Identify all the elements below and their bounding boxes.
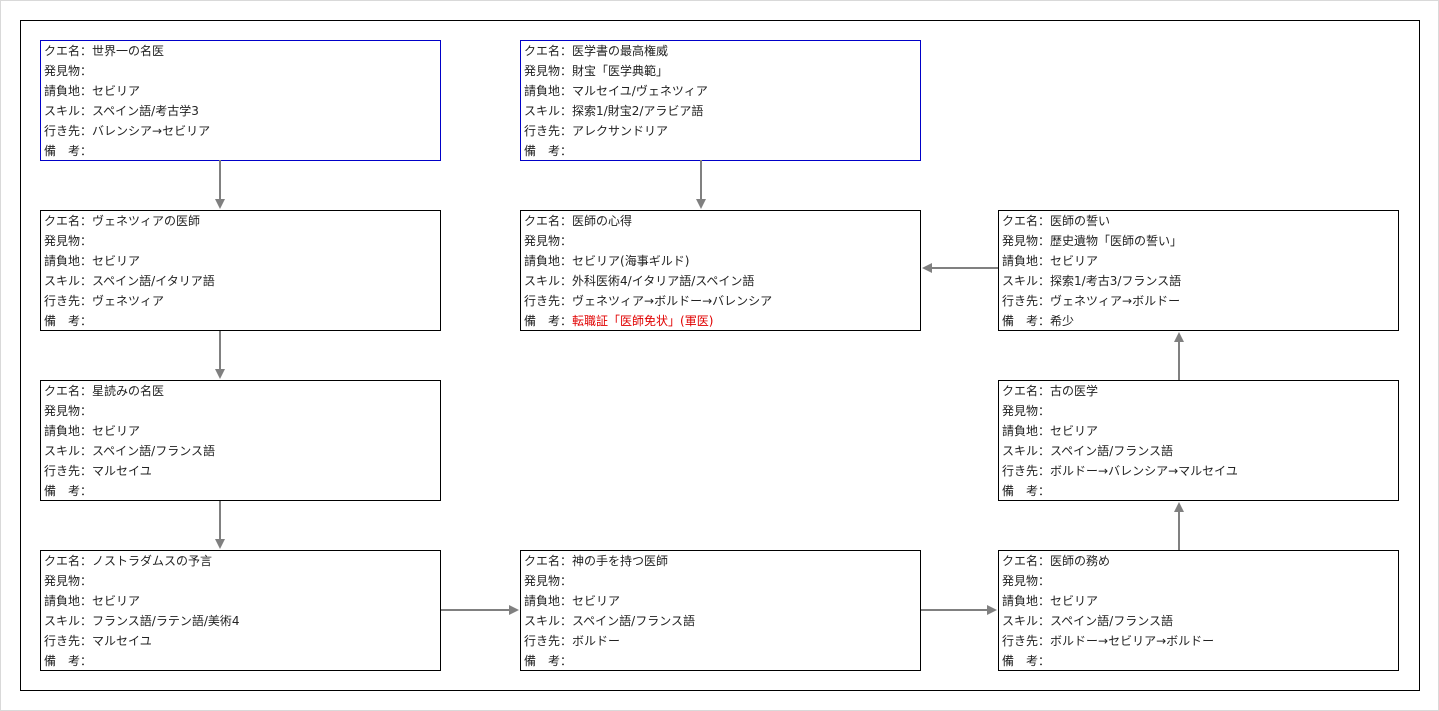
quest-note-row: 備 考： [524, 144, 573, 158]
quest-name-row: クエ名：医学書の最高権威 [524, 44, 669, 58]
quest-dest-row: 行き先：ボルドー→セビリア→ボルドー [1002, 634, 1215, 648]
quest-dest-row: 行き先：ボルドー [524, 634, 621, 648]
quest-note-row: 備 考：希少 [1002, 314, 1075, 328]
quest-note-row: 備 考： [44, 654, 93, 668]
quest-box-inishie-no-igaku: クエ名：古の医学 発見物： 請負地：セビリア スキル：スペイン語/フランス語 行… [998, 380, 1399, 501]
quest-box-sekaiichi-no-meii: クエ名：世界一の名医 発見物： 請負地：セビリア スキル：スペイン語/考古学3 … [40, 40, 441, 161]
quest-find-row: 発見物：財宝「医学典範」 [524, 64, 669, 78]
quest-name-row: クエ名：星読みの名医 [44, 384, 165, 398]
quest-dest-row: 行き先：マルセイユ [44, 464, 152, 478]
quest-skill-row: スキル：探索1/考古3/フランス語 [1002, 274, 1182, 288]
quest-note-row: 備 考： [1002, 484, 1051, 498]
quest-find-row: 発見物： [44, 64, 93, 78]
quest-box-igakusho-no-saiko-ken-i: クエ名：医学書の最高権威 発見物：財宝「医学典範」 請負地：マルセイユ/ヴェネツ… [520, 40, 921, 161]
quest-skill-row: スキル：スペイン語/フランス語 [524, 614, 695, 628]
quest-note-row: 備 考： [44, 144, 93, 158]
quest-skill-row: スキル：スペイン語/考古学3 [44, 104, 199, 118]
quest-name-row: クエ名：ヴェネツィアの医師 [44, 214, 201, 228]
quest-note-row: 備 考： [44, 314, 93, 328]
quest-find-row: 発見物：歴史遺物「医師の誓い」 [1002, 234, 1183, 248]
quest-dest-row: 行き先：バレンシア→セビリア [44, 124, 211, 138]
diagram-frame [20, 20, 1420, 691]
quest-place-row: 請負地：セビリア [1002, 424, 1099, 438]
quest-place-row: 請負地：セビリア [44, 254, 141, 268]
quest-box-venezia-no-ishi: クエ名：ヴェネツィアの医師 発見物： 請負地：セビリア スキル：スペイン語/イタ… [40, 210, 441, 331]
quest-dest-row: 行き先：マルセイユ [44, 634, 152, 648]
quest-name-row: クエ名：古の医学 [1002, 384, 1099, 398]
quest-find-row: 発見物： [1002, 574, 1051, 588]
quest-place-row: 請負地：セビリア [524, 594, 621, 608]
quest-find-row: 発見物： [524, 574, 573, 588]
quest-find-row: 発見物： [44, 234, 93, 248]
quest-find-row: 発見物： [524, 234, 573, 248]
quest-dest-row: 行き先：ヴェネツィア [44, 294, 165, 308]
quest-name-row: クエ名：世界一の名医 [44, 44, 165, 58]
quest-box-hoshiyomi-no-meii: クエ名：星読みの名医 発見物： 請負地：セビリア スキル：スペイン語/フランス語… [40, 380, 441, 501]
quest-note-row: 備 考： [524, 654, 573, 668]
quest-place-row: 請負地：セビリア [1002, 254, 1099, 268]
quest-skill-row: スキル：フランス語/ラテン語/美術4 [44, 614, 240, 628]
job-certificate-note: 転職証「医師免状」(軍医) [572, 314, 714, 328]
quest-skill-row: スキル：スペイン語/イタリア語 [44, 274, 215, 288]
quest-place-row: 請負地：セビリア [44, 424, 141, 438]
quest-dest-row: 行き先：ヴェネツィア→ボルドー [1002, 294, 1181, 308]
quest-place-row: 請負地：セビリア(海事ギルド) [524, 254, 690, 268]
quest-note-row: 備 考： [44, 484, 93, 498]
quest-box-nostradamus-no-yogen: クエ名：ノストラダムスの予言 発見物： 請負地：セビリア スキル：フランス語/ラ… [40, 550, 441, 671]
quest-note-row: 備 考： [1002, 654, 1051, 668]
quest-place-row: 請負地：セビリア [44, 594, 141, 608]
quest-dest-row: 行き先：アレクサンドリア [524, 124, 669, 138]
quest-place-row: 請負地：マルセイユ/ヴェネツィア [524, 84, 708, 98]
quest-name-row: クエ名：医師の心得 [524, 214, 633, 228]
quest-dest-row: 行き先：ヴェネツィア→ボルドー→バレンシア [524, 294, 773, 308]
quest-skill-row: スキル：探索1/財宝2/アラビア語 [524, 104, 704, 118]
quest-note-row: 備 考：転職証「医師免状」(軍医) [524, 314, 714, 328]
quest-dest-row: 行き先：ボルドー→バレンシア→マルセイユ [1002, 464, 1238, 478]
quest-name-row: クエ名：神の手を持つ医師 [524, 554, 669, 568]
quest-name-row: クエ名：ノストラダムスの予言 [44, 554, 213, 568]
quest-name-row: クエ名：医師の務め [1002, 554, 1111, 568]
quest-box-ishi-no-tsutome: クエ名：医師の務め 発見物： 請負地：セビリア スキル：スペイン語/フランス語 … [998, 550, 1399, 671]
quest-find-row: 発見物： [44, 574, 93, 588]
quest-skill-row: スキル：スペイン語/フランス語 [1002, 614, 1173, 628]
quest-skill-row: スキル：スペイン語/フランス語 [44, 444, 215, 458]
quest-box-ishi-no-chikai: クエ名：医師の誓い 発見物：歴史遺物「医師の誓い」 請負地：セビリア スキル：探… [998, 210, 1399, 331]
quest-box-kami-no-te-wo-motsu-ishi: クエ名：神の手を持つ医師 発見物： 請負地：セビリア スキル：スペイン語/フラン… [520, 550, 921, 671]
quest-find-row: 発見物： [1002, 404, 1051, 418]
quest-find-row: 発見物： [44, 404, 93, 418]
quest-place-row: 請負地：セビリア [44, 84, 141, 98]
quest-box-ishi-no-kokoroe: クエ名：医師の心得 発見物： 請負地：セビリア(海事ギルド) スキル：外科医術4… [520, 210, 921, 331]
quest-skill-row: スキル：スペイン語/フランス語 [1002, 444, 1173, 458]
quest-skill-row: スキル：外科医術4/イタリア語/スペイン語 [524, 274, 755, 288]
quest-place-row: 請負地：セビリア [1002, 594, 1099, 608]
quest-name-row: クエ名：医師の誓い [1002, 214, 1111, 228]
